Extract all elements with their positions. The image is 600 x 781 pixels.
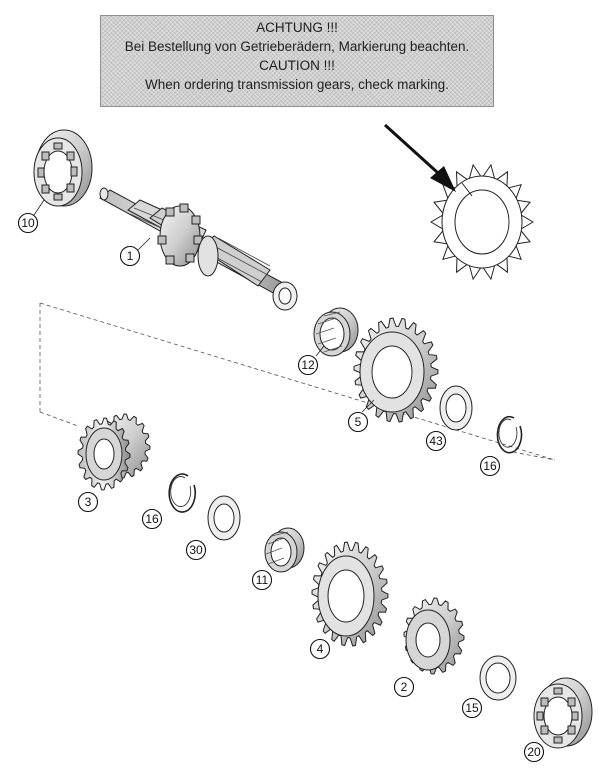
gear-3	[77, 413, 151, 491]
svg-text:12: 12	[301, 358, 315, 372]
washer-15	[479, 655, 517, 701]
callout-leaders	[33, 199, 375, 413]
svg-text:16: 16	[483, 459, 497, 473]
callout-20: 20	[523, 741, 545, 763]
reference-gear-marking	[430, 163, 534, 281]
svg-text:43: 43	[429, 434, 443, 448]
callout-10-top: 10	[17, 212, 39, 234]
callout-3: 3	[77, 491, 99, 513]
washer-30	[207, 495, 241, 541]
callout-11: 11	[251, 569, 273, 591]
callout-43: 43	[425, 430, 447, 452]
svg-text:15: 15	[465, 701, 479, 715]
shaft-gear-teeth	[157, 203, 203, 265]
notice-line-3: CAUTION !!!	[259, 58, 335, 73]
svg-text:30: 30	[189, 543, 203, 557]
svg-text:4: 4	[317, 642, 324, 656]
svg-text:3: 3	[85, 495, 92, 509]
circlip-16-upper	[496, 415, 523, 454]
callout-labels: 10 1 12 5 43 16 3 16 30 11 4 2 15 20	[17, 212, 545, 763]
svg-text:20: 20	[527, 745, 541, 759]
callout-4: 4	[309, 638, 331, 660]
bearing-rollers	[37, 142, 78, 201]
needle-bearing-12	[313, 307, 359, 357]
notice-line-1: ACHTUNG !!!	[256, 20, 338, 35]
notice-line-2: Bei Bestellung von Getrieberädern, Marki…	[124, 39, 470, 54]
svg-text:1: 1	[127, 249, 134, 263]
svg-text:10: 10	[21, 216, 35, 230]
callout-12: 12	[297, 354, 319, 376]
circlip-16-lower	[168, 473, 196, 513]
notice-line-4: When ordering transmission gears, check …	[145, 77, 449, 92]
needle-bearing-11	[264, 527, 305, 573]
gear-2	[403, 597, 465, 675]
bearing-bottom-right	[533, 677, 593, 749]
svg-text:11: 11	[256, 573, 269, 587]
gear-4	[311, 541, 389, 647]
marking-arrow-icon	[383, 123, 456, 192]
svg-text:16: 16	[145, 512, 159, 526]
svg-text:5: 5	[355, 415, 362, 429]
callout-30: 30	[185, 539, 207, 561]
callout-1: 1	[119, 245, 141, 267]
svg-text:2: 2	[401, 680, 408, 694]
callout-15: 15	[461, 697, 483, 719]
callout-5: 5	[347, 411, 369, 433]
gear-5	[353, 317, 439, 423]
main-shaft	[99, 187, 298, 311]
callout-2: 2	[393, 676, 415, 698]
callout-16-upper: 16	[479, 455, 501, 477]
callout-16-lower: 16	[141, 508, 163, 530]
bearing-top-left	[33, 129, 93, 207]
washer-43	[439, 385, 473, 431]
dashed-guide-lines	[39, 302, 556, 461]
caution-notice: ACHTUNG !!! Bei Bestellung von Getrieber…	[100, 15, 494, 107]
